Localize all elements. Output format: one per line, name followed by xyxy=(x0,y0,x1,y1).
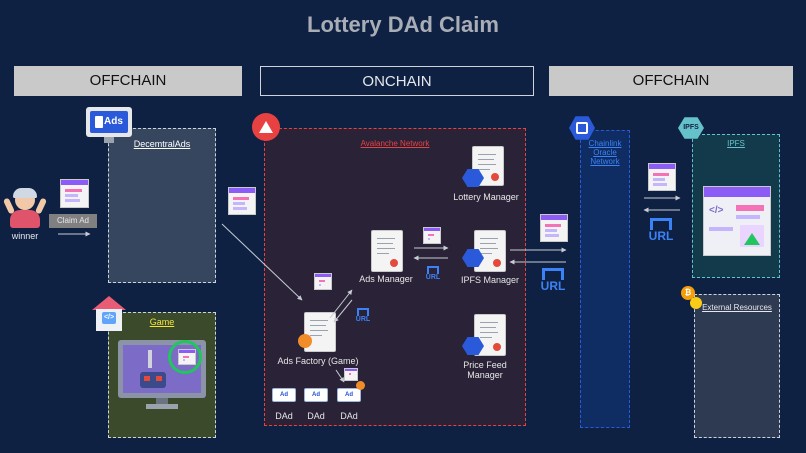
dad-label: DAd xyxy=(307,411,325,421)
factory-to-dad-arrow xyxy=(335,369,345,383)
chainlink-oracle-panel xyxy=(580,130,630,428)
dad-label: DAd xyxy=(340,411,358,421)
ad-window-icon xyxy=(314,273,332,290)
ad-window-icon xyxy=(178,349,196,365)
dad-token-card: Ad xyxy=(272,388,296,402)
url-file-icon: URL xyxy=(644,218,678,242)
chainlink-oracle-label: Chainlink Oracle Network xyxy=(588,139,622,166)
external-resources-label: External Resources xyxy=(702,303,772,312)
claim-to-factory-arrow xyxy=(221,223,303,301)
code-icon: </> xyxy=(102,312,116,324)
highlight-ad-circle xyxy=(168,340,202,374)
ads-manager-document-icon xyxy=(371,230,403,272)
chainlink-hex-icon xyxy=(462,337,484,355)
ipfs-manager-label: IPFS Manager xyxy=(460,275,520,285)
ads-logo-text: Ads xyxy=(104,116,123,127)
ipfs-label: IPFS xyxy=(727,139,745,148)
price-feed-manager-label: Price Feed Manager xyxy=(463,360,507,380)
lottery-manager-label: Lottery Manager xyxy=(453,192,519,202)
decentral-ads-panel xyxy=(108,128,216,283)
ad-window-icon xyxy=(344,368,358,381)
ad-window-icon xyxy=(423,227,441,244)
ipfs-logo-icon: IPFS xyxy=(678,117,704,139)
dad-token-card: Ad xyxy=(304,388,328,402)
lottery-manager-document-icon xyxy=(472,146,504,186)
winner-avatar xyxy=(2,188,48,230)
factory-to-ads-manager-arrow xyxy=(329,289,353,319)
onchain-header: ONCHAIN xyxy=(260,66,534,96)
page-title: Lottery DAd Claim xyxy=(307,12,499,37)
certificate-badge-icon xyxy=(298,334,312,348)
ads-manager-to-factory-arrow xyxy=(333,299,353,323)
ads-factory-label: Ads Factory (Game) xyxy=(277,356,359,366)
ads-monitor-icon: Ads xyxy=(86,107,132,145)
dad-token-card: Ad xyxy=(337,388,361,402)
avalanche-logo-icon xyxy=(252,113,280,141)
url-file-icon: URL xyxy=(354,308,372,324)
game-label: Game xyxy=(149,317,175,327)
code-window-icon: </> xyxy=(703,186,771,256)
ad-window-icon xyxy=(540,214,568,242)
avalanche-network-label: Avalanche Network xyxy=(360,139,430,148)
code-icon: </> xyxy=(709,205,724,216)
decentral-ads-label: DecemtralAds xyxy=(133,139,191,149)
offchain-left-header: OFFCHAIN xyxy=(14,66,242,96)
bitcoin-coin-icon: ₿ xyxy=(681,286,695,300)
ad-window-icon xyxy=(228,187,256,215)
coin-icon xyxy=(690,297,702,309)
ad-window-icon xyxy=(60,179,89,208)
external-resources-panel xyxy=(694,294,780,438)
winner-label: winner xyxy=(11,231,39,241)
chainlink-hex-icon xyxy=(462,169,484,187)
dad-label: DAd xyxy=(275,411,293,421)
home-code-icon: </> xyxy=(92,296,126,332)
chainlink-logo-icon xyxy=(569,116,595,140)
claim-ad-button[interactable]: Claim Ad xyxy=(49,214,97,228)
ads-manager-label: Ads Manager xyxy=(359,274,413,284)
offchain-right-header: OFFCHAIN xyxy=(549,66,793,96)
chainlink-hex-icon xyxy=(462,249,484,267)
certificate-badge-icon xyxy=(356,381,365,390)
url-file-icon: URL xyxy=(536,268,570,292)
ad-window-icon xyxy=(648,163,676,191)
url-file-icon: URL xyxy=(424,266,442,282)
